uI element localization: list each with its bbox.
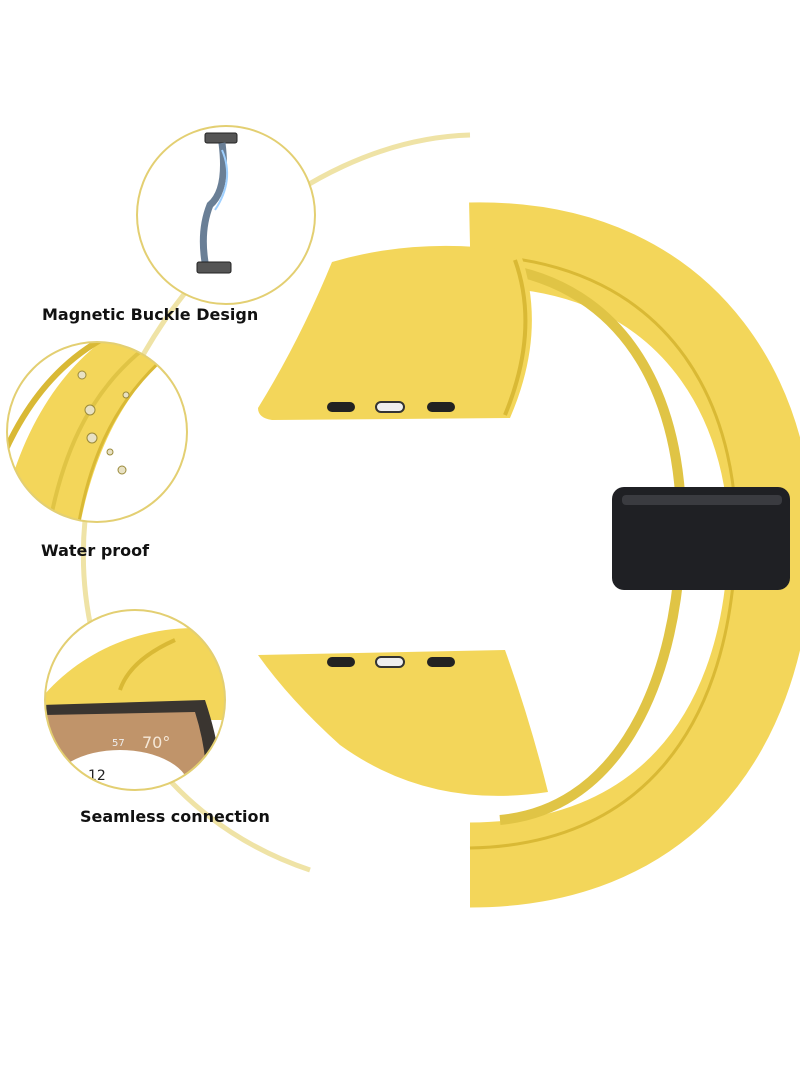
top-lug xyxy=(258,245,532,420)
feature-label-seamless-connection: Seamless connection xyxy=(80,807,270,826)
feature-label-water-proof: Water proof xyxy=(41,541,150,560)
bottom-lug xyxy=(258,650,548,796)
watch-connection-icon: 57 70° 12 xyxy=(44,609,226,791)
watch-temp: 70° xyxy=(142,733,170,752)
magnetic-buckle-icon xyxy=(136,125,316,305)
magnetic-buckle xyxy=(612,487,790,590)
feature-label-magnetic-buckle: Magnetic Buckle Design xyxy=(42,305,259,324)
watch-small-number: 57 xyxy=(112,738,125,749)
